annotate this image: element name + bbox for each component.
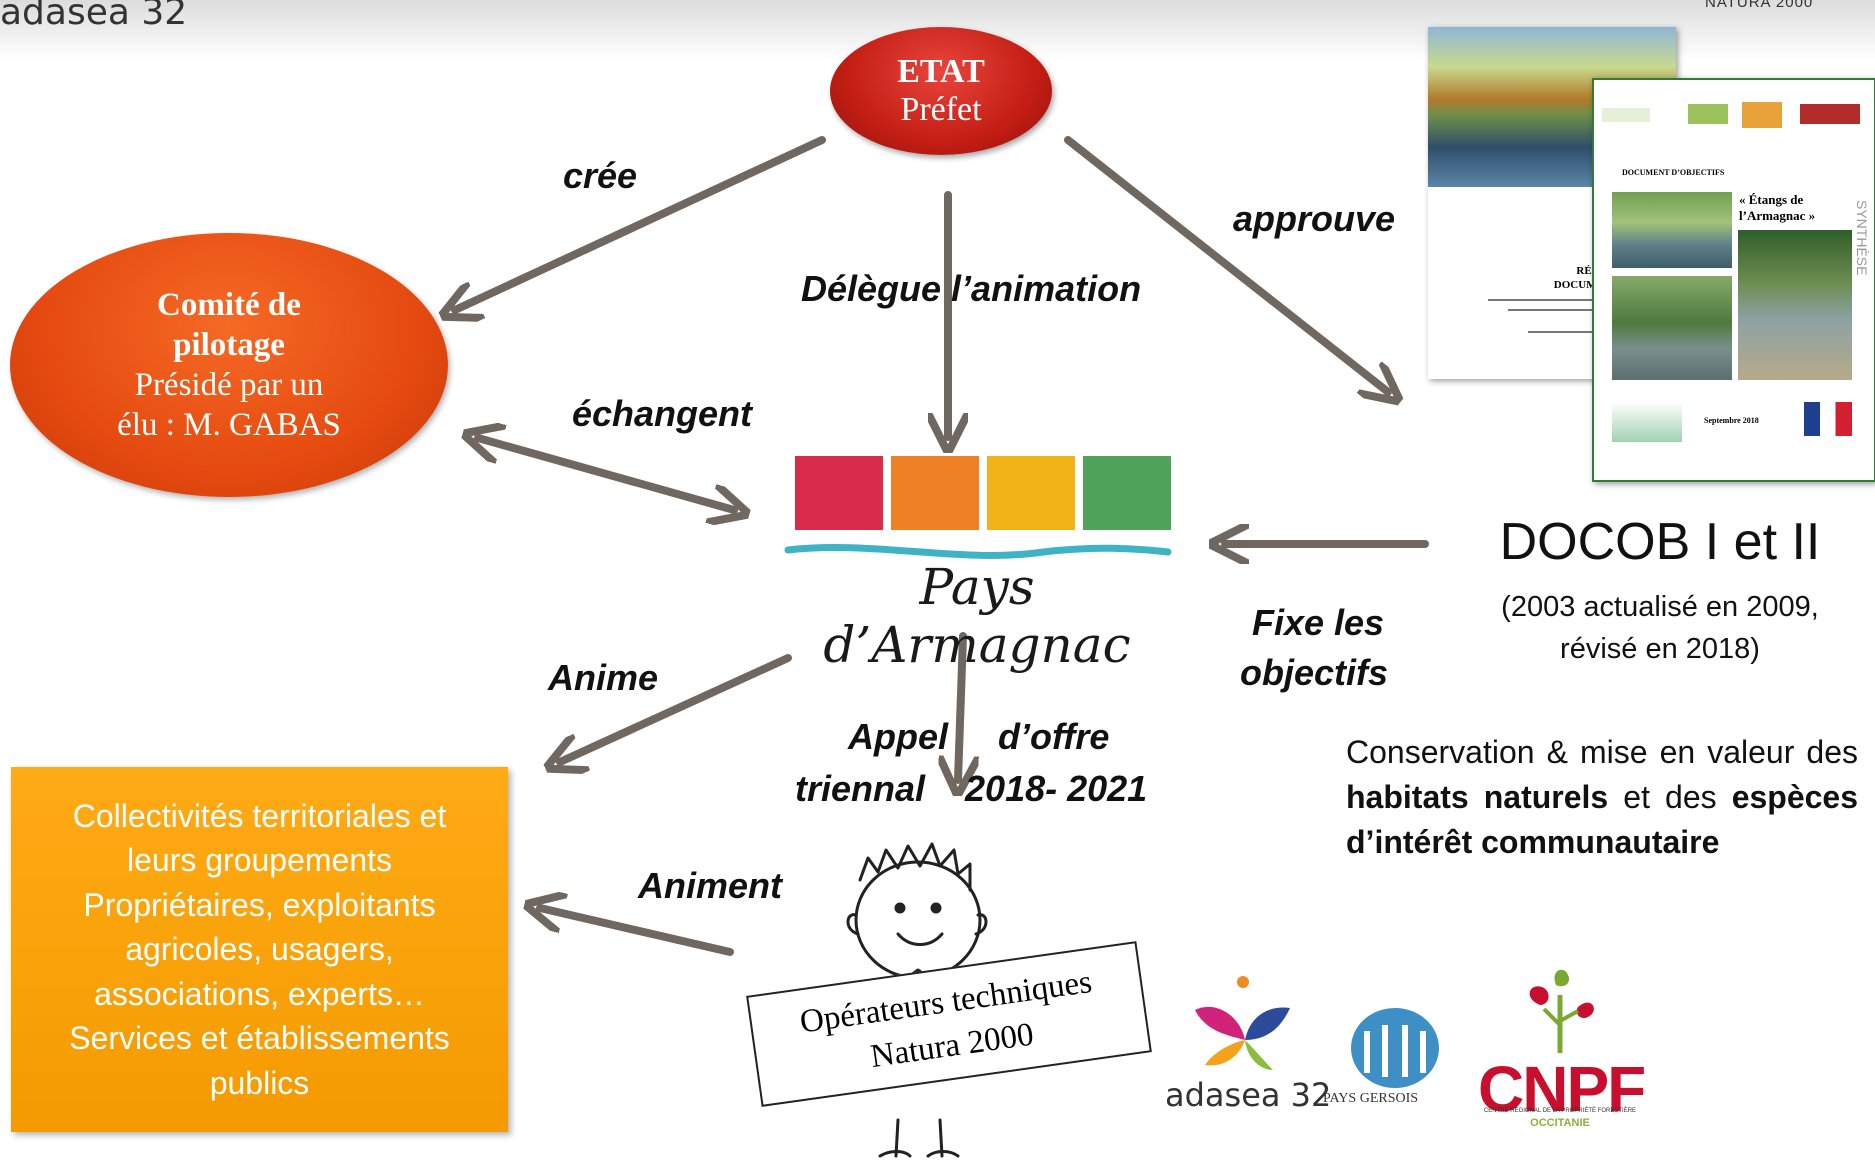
cnpf-tree-icon — [1529, 969, 1594, 1053]
comite-node: Comité de pilotage Présidé par un élu : … — [10, 233, 448, 497]
etat-title: ETAT — [897, 53, 985, 90]
arrow-operateurs-to-acteurs — [540, 908, 734, 956]
cover2-logo-bottom-right — [1804, 402, 1852, 436]
comite-line-4: élu : M. GABAS — [117, 407, 341, 443]
logo-tile-red — [795, 456, 883, 530]
cover1-text-line — [1488, 299, 1668, 301]
cnpf-logo-subtitle: CENTRE RÉGIONAL DE LA PROPRIÉTÉ FORESTIÈ… — [1483, 1108, 1637, 1114]
label-approuve: approuve — [1233, 198, 1396, 239]
label-anime: Anime — [548, 657, 659, 698]
cover2-logo — [1800, 104, 1860, 124]
logo-tile-yellow — [987, 456, 1075, 530]
label-appel-2: triennal 2018- 2021 — [795, 768, 1148, 809]
cnpf-logo-text: CNPF — [1478, 1053, 1646, 1125]
acteurs-line: Services et établissements — [69, 1020, 450, 1057]
comite-title-2: pilotage — [173, 327, 285, 363]
header-brand: adasea 32 — [0, 0, 188, 33]
pays-armagnac-logo — [778, 456, 1178, 636]
logo-wave-icon — [784, 543, 1172, 559]
conservation-text-1: Conservation & mise en valeur des — [1346, 734, 1858, 770]
docob-sub-line-1: (2003 actualisé en 2009, — [1501, 591, 1819, 623]
logo-tile-green — [1083, 456, 1171, 530]
cover2-logo — [1688, 104, 1728, 124]
docob-cover-2: DOCUMENT D’OBJECTIFS « Étangs de l’Armag… — [1592, 78, 1875, 482]
acteurs-line: leurs groupements — [126, 842, 393, 879]
etat-subtitle: Préfet — [900, 91, 982, 128]
pays-gersois-logo-icon — [1351, 1008, 1439, 1088]
label-delegue: Délègue l’animation — [801, 268, 1142, 309]
comite-title-1: Comité de — [157, 287, 301, 323]
label-appel-1: Appel d’offre — [848, 716, 1110, 757]
conservation-bold-2: espèces d’intérêt communautaire — [1346, 779, 1859, 860]
conservation-bold-1: habitats naturels — [1346, 779, 1609, 815]
logo-tile-orange — [891, 456, 979, 530]
cover2-title-1: DOCUMENT D’OBJECTIFS — [1622, 168, 1725, 177]
label-animent: Animent — [638, 865, 782, 906]
arrow-pays-to-acteurs — [560, 654, 792, 762]
cover2-photo-bottom — [1612, 276, 1732, 380]
cover2-title-2: « Étangs de — [1739, 192, 1804, 207]
conservation-text-2: et des — [1608, 779, 1732, 815]
acteurs-line: associations, experts… — [94, 975, 425, 1012]
label-fixe-2: objectifs — [1240, 652, 1389, 693]
cover2-logo-bottom-left — [1612, 402, 1682, 442]
acteurs-line: agricoles, usagers, — [125, 931, 394, 968]
acteurs-line: Collectivités territoriales et — [72, 797, 447, 834]
adasea-logo-text: adasea 32 — [1165, 1076, 1332, 1114]
pays-gersois-logo-text: PAYS GERSOIS — [1323, 1091, 1419, 1106]
acteurs-line: Propriétaires, exploitants — [83, 886, 436, 923]
label-echangent: échangent — [572, 393, 753, 434]
header-natura-label: NATURA 2000 — [1705, 0, 1814, 11]
arrow-pays-to-operateurs — [958, 632, 963, 780]
cover2-title-3: l’Armagnac » — [1739, 208, 1816, 223]
cover1-text-line — [1508, 309, 1668, 311]
arrow-etat-to-docob — [1064, 136, 1388, 392]
cover2-logo — [1742, 102, 1782, 128]
cover2-spine: SYNTHÈSE — [1854, 200, 1870, 276]
acteurs-line: publics — [209, 1064, 310, 1101]
arrow-comite-pays — [478, 438, 734, 510]
etat-node: ETAT Préfet — [830, 27, 1052, 155]
comite-line-3: Présidé par un — [134, 367, 324, 403]
label-fixe-1: Fixe les — [1252, 602, 1385, 643]
label-cree: crée — [563, 155, 638, 196]
pays-armagnac-name: Pays d’Armagnac — [823, 558, 1131, 674]
cnpf-logo-region: OCCITANIE — [1530, 1117, 1590, 1129]
docob-sub-line-2: révisé en 2018) — [1560, 633, 1760, 665]
cover2-logo — [1602, 108, 1650, 122]
cover2-logos-row — [1602, 102, 1864, 130]
adasea-logo-icon — [1195, 976, 1290, 1070]
cover2-date: Septembre 2018 — [1704, 416, 1759, 425]
arrow-etat-to-comite — [455, 136, 826, 310]
docob-subtitle: (2003 actualisé en 2009, révisé en 2018) — [1440, 586, 1875, 670]
acteurs-box: Collectivités territoriales et leurs gro… — [11, 767, 508, 1132]
cover2-photo-right — [1738, 230, 1852, 380]
docob-title: DOCOB I et II — [1499, 513, 1821, 571]
cover2-photo-top — [1612, 192, 1732, 268]
conservation-text: Conservation & mise en valeur des habita… — [1346, 730, 1858, 865]
